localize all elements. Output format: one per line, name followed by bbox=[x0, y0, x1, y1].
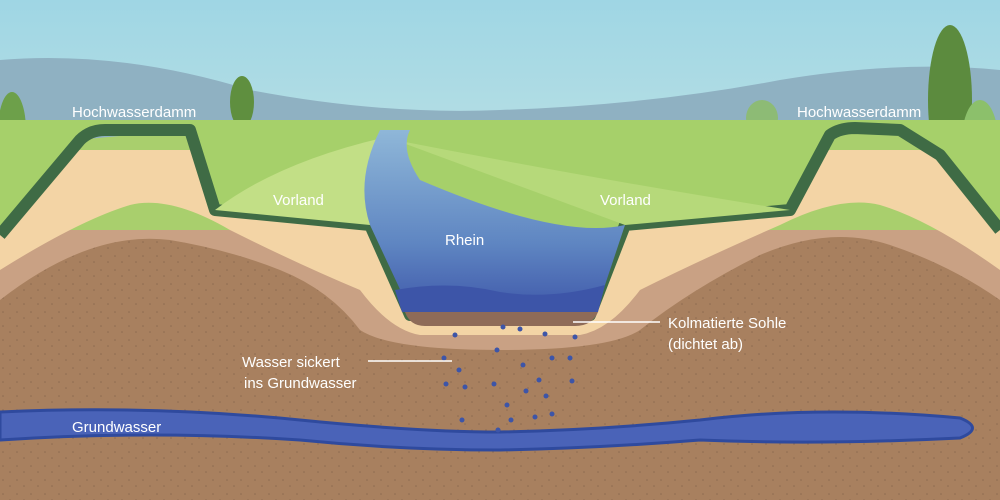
water-drop bbox=[569, 378, 575, 384]
water-drop bbox=[536, 377, 542, 383]
label-hochwasserdamm-left: Hochwasserdamm bbox=[72, 104, 196, 121]
seepage-drops bbox=[441, 324, 578, 433]
water-drop bbox=[459, 417, 465, 423]
label-grundwasser: Grundwasser bbox=[72, 419, 161, 436]
water-drop bbox=[567, 355, 573, 361]
vorland-left-field bbox=[215, 135, 395, 225]
water-drop bbox=[549, 411, 555, 417]
water-drop bbox=[543, 393, 549, 399]
water-drop bbox=[500, 324, 506, 330]
water-drop bbox=[517, 326, 523, 332]
vorland-right-field bbox=[395, 140, 790, 225]
water-drop bbox=[523, 388, 529, 394]
water-drop bbox=[491, 381, 497, 387]
label-vorland-right: Vorland bbox=[600, 192, 651, 209]
water-drop bbox=[452, 332, 458, 338]
water-drop bbox=[456, 367, 462, 373]
water-drop bbox=[494, 347, 500, 353]
riverbed-water bbox=[395, 285, 605, 312]
tree bbox=[230, 76, 254, 128]
label-kolmation-1: Kolmatierte Sohle bbox=[668, 315, 786, 332]
water-drop bbox=[572, 334, 578, 340]
label-vorland-left: Vorland bbox=[273, 192, 324, 209]
kolmatierte-sohle bbox=[405, 312, 598, 326]
water-drop bbox=[504, 402, 510, 408]
water-drop bbox=[549, 355, 555, 361]
water-drop bbox=[495, 427, 501, 433]
water-drop bbox=[443, 381, 449, 387]
groundwater-band bbox=[0, 408, 974, 452]
water-drop bbox=[532, 414, 538, 420]
label-seep-1: Wasser sickert bbox=[242, 354, 341, 371]
label-rhein: Rhein bbox=[445, 232, 484, 249]
label-seep-2: ins Grundwasser bbox=[244, 375, 357, 392]
label-kolmation-2: (dichtet ab) bbox=[668, 336, 743, 353]
label-hochwasserdamm-right: Hochwasserdamm bbox=[797, 104, 921, 121]
water-drop bbox=[462, 384, 468, 390]
water-drop bbox=[520, 362, 526, 368]
water-drop bbox=[508, 417, 514, 423]
river-water bbox=[364, 130, 625, 318]
water-drop bbox=[542, 331, 548, 337]
water-drop bbox=[441, 355, 447, 361]
